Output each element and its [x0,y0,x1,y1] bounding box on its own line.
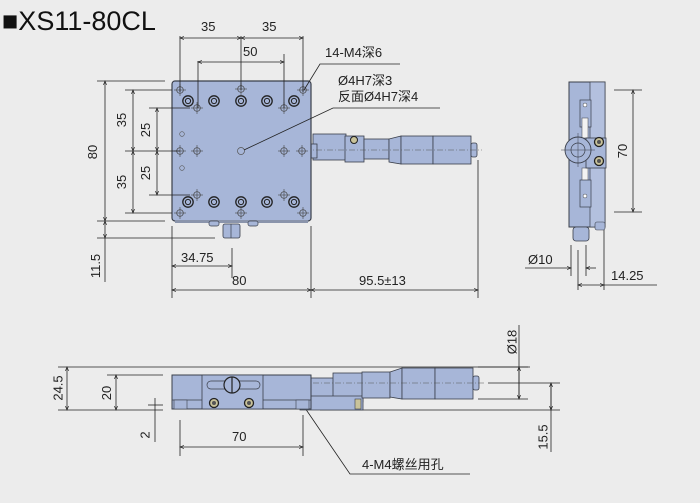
side-view [525,81,657,290]
callout-pin-hole-back: 反面Ø4H7深4 [338,89,419,104]
dim-left-35-lower: 35 [114,174,130,190]
dim-micrometer-travel: 95.5±13 [359,273,406,288]
callout-tapped-holes: 14-M4深6 [325,45,383,60]
page-title: ■XS11-80CL [2,6,156,36]
dim-dia-18: Ø18 [504,329,520,355]
dim-step-2: 2 [137,431,153,439]
top-view [97,36,482,298]
dim-offset-34-75: 34.75 [181,250,214,265]
dim-pitch-35-right: 35 [262,19,277,34]
dim-offset-14-25: 14.25 [611,268,644,283]
dim-dia-10: Ø10 [528,252,553,267]
callout-mount-holes: 4-M4螺丝用孔 [362,457,444,472]
dim-height-15-5: 15.5 [535,424,551,450]
dim-left-25-upper: 25 [138,122,154,138]
dim-height-70: 70 [615,143,631,159]
front-view [58,325,560,475]
dim-height-80: 80 [85,144,101,160]
callout-pin-hole-top: Ø4H7深3 [338,73,393,88]
dim-pitch-50: 50 [243,44,258,59]
dim-width-80: 80 [232,273,247,288]
dim-height-20: 20 [99,385,115,401]
dim-height-24-5: 24.5 [50,375,66,401]
dim-offset-11-5: 11.5 [88,253,104,279]
dim-width-70: 70 [232,429,247,444]
dim-left-25-lower: 25 [138,165,154,181]
dim-left-35-upper: 35 [114,112,130,128]
dim-pitch-35-left: 35 [201,19,216,34]
